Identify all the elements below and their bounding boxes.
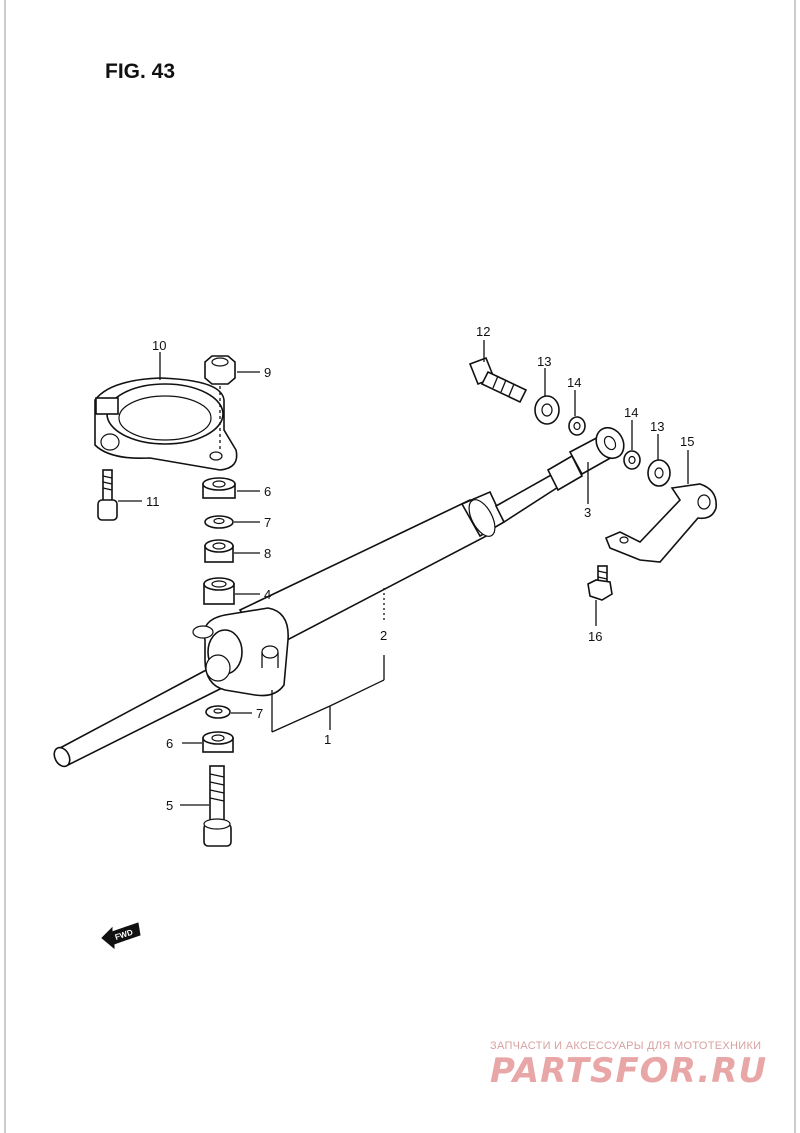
cap-face [468,499,496,537]
callout-6-lower: 6 [166,736,173,751]
washer-eye-upper [568,416,586,436]
rod-eye-nut [546,454,584,492]
bolt-stay [587,565,613,601]
callout-1: 1 [324,732,331,747]
watermark-tagline: ЗАПЧАСТИ И АКСЕССУАРЫ ДЛЯ МОТОТЕХНИКИ [490,1040,761,1052]
bracket-ring-inner [118,395,212,441]
callout-9: 9 [264,365,271,380]
callout-16: 16 [588,629,602,644]
callout-6-upper: 6 [264,484,271,499]
rod-end [53,746,71,768]
forward-arrow-icon: FWD [101,922,141,950]
callout-11: 11 [146,494,160,509]
bolt-small [97,469,118,521]
callout-12: 12 [476,324,490,339]
callout-4: 4 [264,587,271,602]
callout-15: 15 [680,434,694,449]
damper-stay [604,483,717,563]
collar-upper [202,477,236,499]
callout-13-upper: 13 [537,354,551,369]
callout-5: 5 [166,798,173,813]
spacer-upper [534,395,560,425]
watermark-brand: PARTSFOR.RU [490,1051,767,1091]
callout-14-upper: 14 [567,375,581,390]
clamp-top-collar [192,625,214,639]
bracket-lug-hole [100,433,120,451]
nut [204,355,236,385]
washer-upper [204,515,234,529]
bushing [204,539,234,563]
leader-lines [118,340,689,806]
callout-3: 3 [584,505,591,520]
washer-eye-lower [623,450,641,470]
bracket-mount-hole [209,451,223,461]
washer-lower [205,705,231,719]
damper-rod [59,666,224,768]
clamp-bushing [205,654,231,682]
rod-end-eye [546,426,625,492]
clamp-screw-head [261,645,279,659]
callout-7-upper: 7 [264,515,271,530]
callout-2: 2 [380,628,387,643]
callout-13-lower: 13 [650,419,664,434]
bolt-eye [468,356,528,404]
callout-14-lower: 14 [624,405,638,420]
callout-10: 10 [152,338,166,353]
damper-bracket [94,377,238,471]
bolt-long [203,765,232,847]
bearing [203,577,235,605]
figure-title: FIG. 43 [105,60,175,83]
callout-8: 8 [264,546,271,561]
spacer-lower [647,459,671,487]
collar-lower [202,731,234,753]
bracket-lug [95,397,119,415]
steering-damper-assembly [53,468,568,768]
callout-7-lower: 7 [256,706,263,721]
